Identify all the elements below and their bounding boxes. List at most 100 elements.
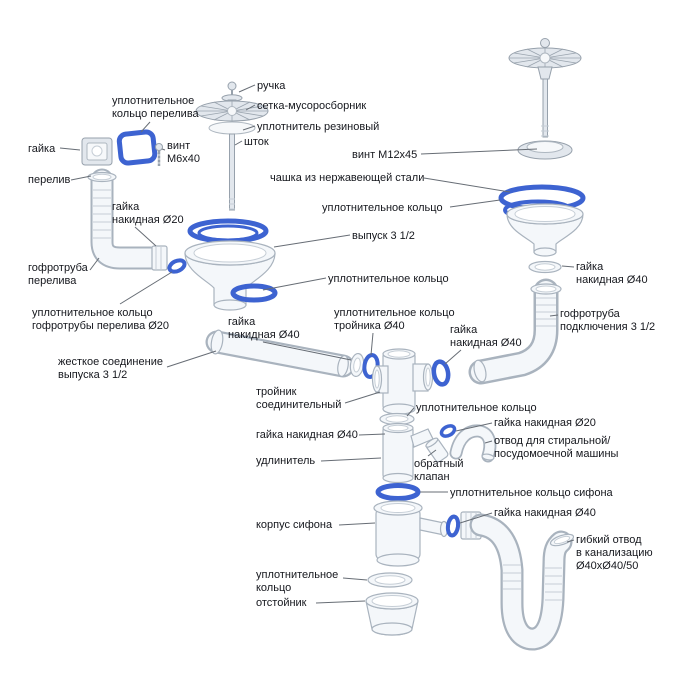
label-strainer-mesh: сетка-мусоросборник (257, 100, 367, 112)
washer-outlet-part (449, 424, 497, 463)
leader-line (119, 271, 173, 305)
seal-ring-large-left (187, 218, 269, 244)
leader-line (161, 148, 166, 151)
leader-line (166, 350, 217, 368)
label-cap-nut-40-c: гайка накидная Ø40 (256, 429, 358, 441)
funnel-right (506, 203, 584, 257)
label-check-valve: обратный клапан (414, 458, 464, 483)
overflow-corrugated-pipe (87, 168, 168, 271)
steel-cup-part (517, 140, 573, 160)
leader-line (338, 522, 376, 526)
strainer-right (508, 38, 582, 138)
sump-cup-part (365, 592, 419, 636)
label-extension: удлинитель (256, 455, 316, 467)
siphon-seal-ring-part (375, 483, 421, 501)
label-rigid-connection: жесткое соединение выпуска 3 1/2 (58, 356, 163, 381)
label-tee-seal-ring: уплотнительное кольцо тройника Ø40 (334, 307, 455, 332)
label-overflow-seal-ring: уплотнительное кольцо перелива (112, 95, 199, 120)
check-valve-part (425, 437, 449, 463)
label-stem: шток (244, 136, 269, 148)
leader-line (59, 147, 81, 151)
seal-ring-40-d-part (445, 514, 461, 538)
cap-nut-40-b-seal-ring (431, 359, 451, 387)
label-outlet-3-1-2: выпуск 3 1/2 (352, 230, 415, 242)
label-siphon-seal-ring: уплотнительное кольцо сифона (450, 487, 613, 499)
label-screw-m12x45: винт М12х45 (352, 149, 418, 161)
leader-line (70, 175, 92, 181)
label-overflow-pipe-seal: уплотнительное кольцо гофротрубы перелив… (32, 307, 170, 332)
leader-line (566, 539, 575, 543)
screw-m6x40-part (155, 143, 163, 166)
tee-part (371, 348, 434, 415)
leader-line (242, 125, 256, 131)
leader-line (484, 440, 493, 444)
label-screw-m6x40: винт М6х40 (167, 140, 201, 165)
label-rubber-seal: уплотнитель резиновый (257, 121, 380, 133)
leader-line (406, 407, 415, 417)
cap-nut-40-a-part (349, 352, 365, 378)
leader-line (140, 121, 151, 133)
leader-line (245, 104, 256, 111)
leader-line (427, 449, 437, 457)
label-seal-ring-top-right: уплотнительное кольцо (322, 202, 443, 214)
leader-line (455, 422, 493, 432)
label-tee: тройник соединительный (256, 386, 342, 411)
label-nut: гайка (28, 143, 56, 155)
leader-line (344, 391, 381, 404)
tee-bottom-seal-ring (379, 412, 415, 426)
label-handle: ручка (257, 80, 286, 92)
label-cap-nut-20-left: гайка накидная Ø20 (112, 201, 184, 226)
leader-line (459, 512, 493, 524)
overflow-pipe-seal-ring (167, 258, 187, 274)
leader-line (315, 600, 366, 604)
leader-line (444, 349, 462, 365)
label-connection-pipe: гофротруба подключения 3 1/2 (560, 308, 656, 333)
label-bottom-seal-ring: уплотнительное кольцо (256, 569, 339, 594)
label-cap-nut-40-a: гайка накидная Ø40 (228, 316, 300, 341)
seal-ring-funnel-neck (230, 283, 278, 303)
leader-line (262, 341, 352, 361)
leader-lines (59, 84, 575, 604)
overflow-square-seal (116, 129, 158, 166)
leader-line (549, 314, 559, 317)
leader-line (358, 433, 386, 436)
label-steel-cup: чашка из нержавеющей стали (270, 172, 425, 184)
leader-line (320, 457, 382, 462)
connection-pipe-right (468, 278, 562, 385)
leader-line (370, 332, 374, 356)
seal-ring-20-mid-part (439, 424, 457, 438)
leader-line (423, 177, 511, 193)
outlet-funnel (184, 240, 276, 311)
label-flexible-outlet: гибкий отвод в канализацию Ø40хØ40/50 (576, 534, 653, 572)
flexible-outlet-part (460, 511, 575, 651)
label-overflow-pipe: гофротруба перелива (28, 262, 88, 287)
stem-part (229, 133, 235, 211)
label-sump: отстойник (256, 597, 307, 609)
overflow-nut (81, 137, 113, 166)
leader-line (342, 577, 368, 581)
label-seal-ring-funnel: уплотнительное кольцо (328, 273, 449, 285)
label-overflow: перелив (28, 174, 71, 186)
cap-nut-40-right-part (528, 260, 562, 274)
strainer-left (195, 81, 269, 211)
leader-line (561, 265, 575, 268)
leader-line (234, 140, 243, 146)
label-cap-nut-20-mid: гайка накидная Ø20 (494, 417, 596, 429)
leader-line (262, 277, 327, 291)
label-seal-ring-tee-bottom: уплотнительное кольцо (416, 402, 537, 414)
label-siphon-body: корпус сифона (256, 519, 333, 531)
label-washer-outlet: отвод для стиральной/ посудомоечной маши… (494, 435, 619, 460)
leader-line (238, 84, 256, 93)
leader-line (420, 148, 538, 155)
bottom-seal-ring-part (367, 572, 413, 588)
handle-knob (227, 81, 237, 91)
extension-part (382, 422, 434, 484)
leader-line (273, 234, 351, 248)
leader-line (89, 257, 100, 271)
screw-m12x45-part (542, 78, 548, 138)
label-cap-nut-40-b: гайка накидная Ø40 (450, 324, 522, 349)
label-cap-nut-40-right: гайка накидная Ø40 (576, 261, 648, 286)
leader-line (134, 226, 157, 247)
